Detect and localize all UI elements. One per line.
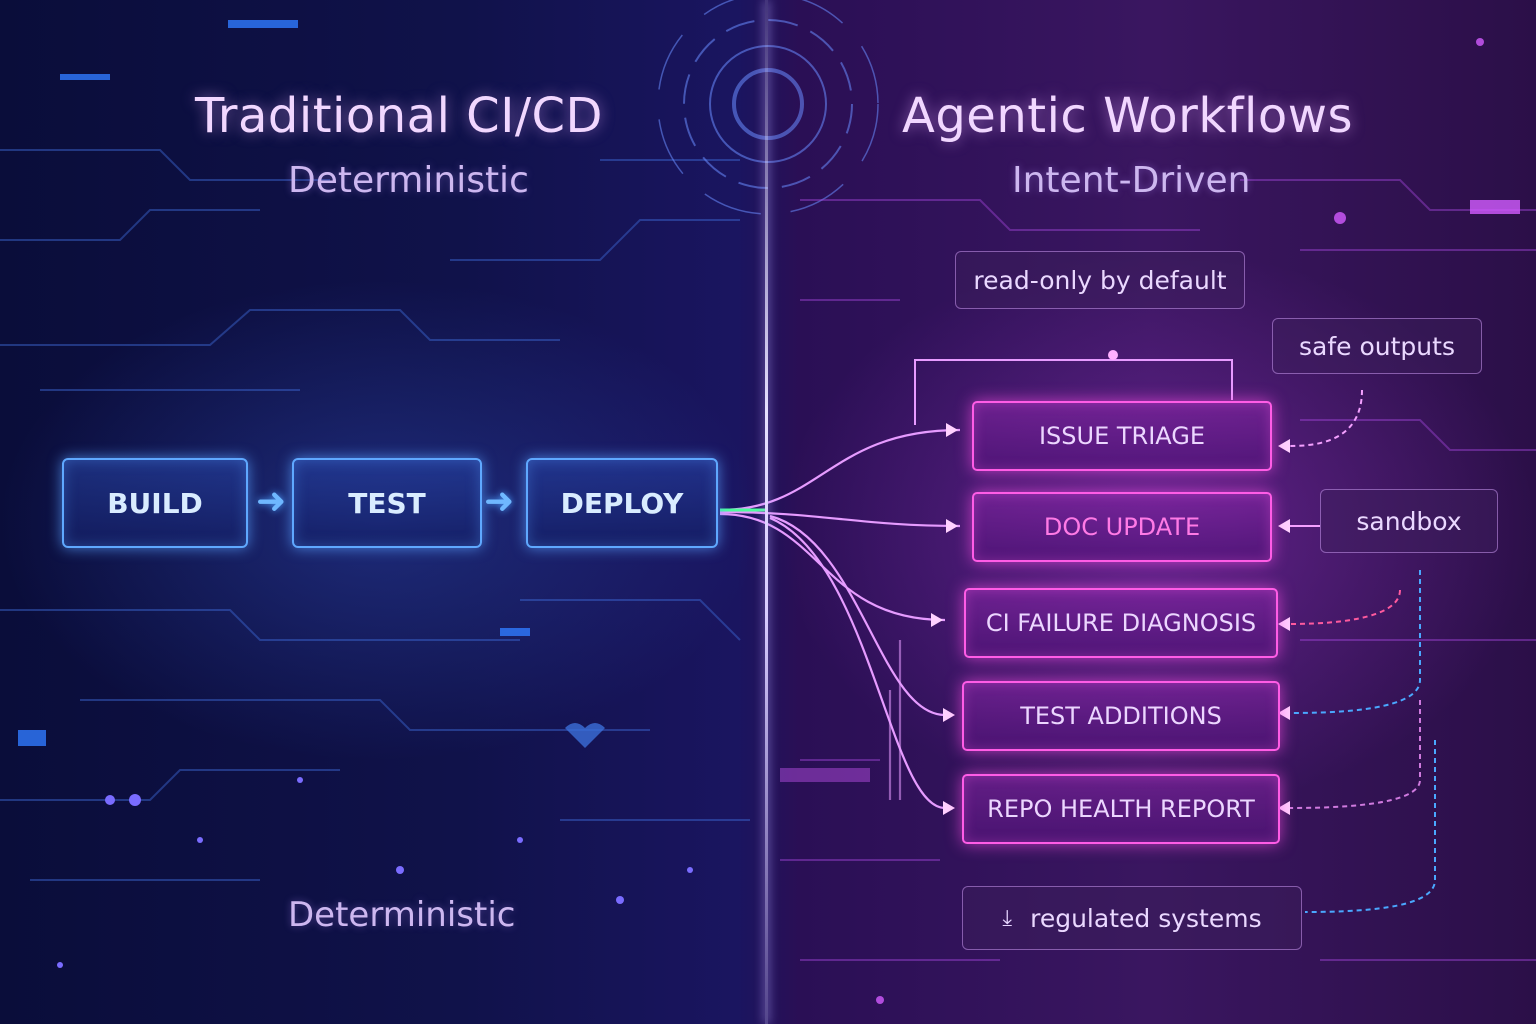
chevron-right-icon: ➜ [484, 481, 515, 522]
chevron-right-icon: ➜ [256, 481, 287, 522]
left-subtitle: Deterministic [288, 160, 529, 201]
download-tray-icon: ⤓ [1002, 905, 1013, 931]
note-safe-outputs: safe outputs [1272, 318, 1482, 374]
right-subtitle: Intent-Driven [1012, 160, 1251, 201]
workflow-repo-health-report: REPO HEALTH REPORT [962, 774, 1280, 844]
pipeline-stage-deploy: DEPLOY [526, 458, 718, 548]
workflow-doc-update: DOC UPDATE [972, 492, 1272, 562]
left-footer-label: Deterministic [288, 895, 516, 935]
workflow-issue-triage: ISSUE TRIAGE [972, 401, 1272, 471]
right-title: Agentic Workflows [902, 88, 1353, 144]
panel-divider [765, 0, 768, 1024]
workflow-test-additions: TEST ADDITIONS [962, 681, 1280, 751]
pipeline-stage-test: TEST [292, 458, 482, 548]
pipeline-stage-build: BUILD [62, 458, 248, 548]
note-read-only: read-only by default [955, 251, 1245, 309]
note-sandbox: sandbox [1320, 489, 1498, 553]
note-regulated-label: regulated systems [1030, 903, 1262, 933]
workflow-ci-failure-diagnosis: CI FAILURE DIAGNOSIS [964, 588, 1278, 658]
left-title: Traditional CI/CD [195, 88, 603, 144]
note-regulated-systems: ⤓ regulated systems [962, 886, 1302, 950]
